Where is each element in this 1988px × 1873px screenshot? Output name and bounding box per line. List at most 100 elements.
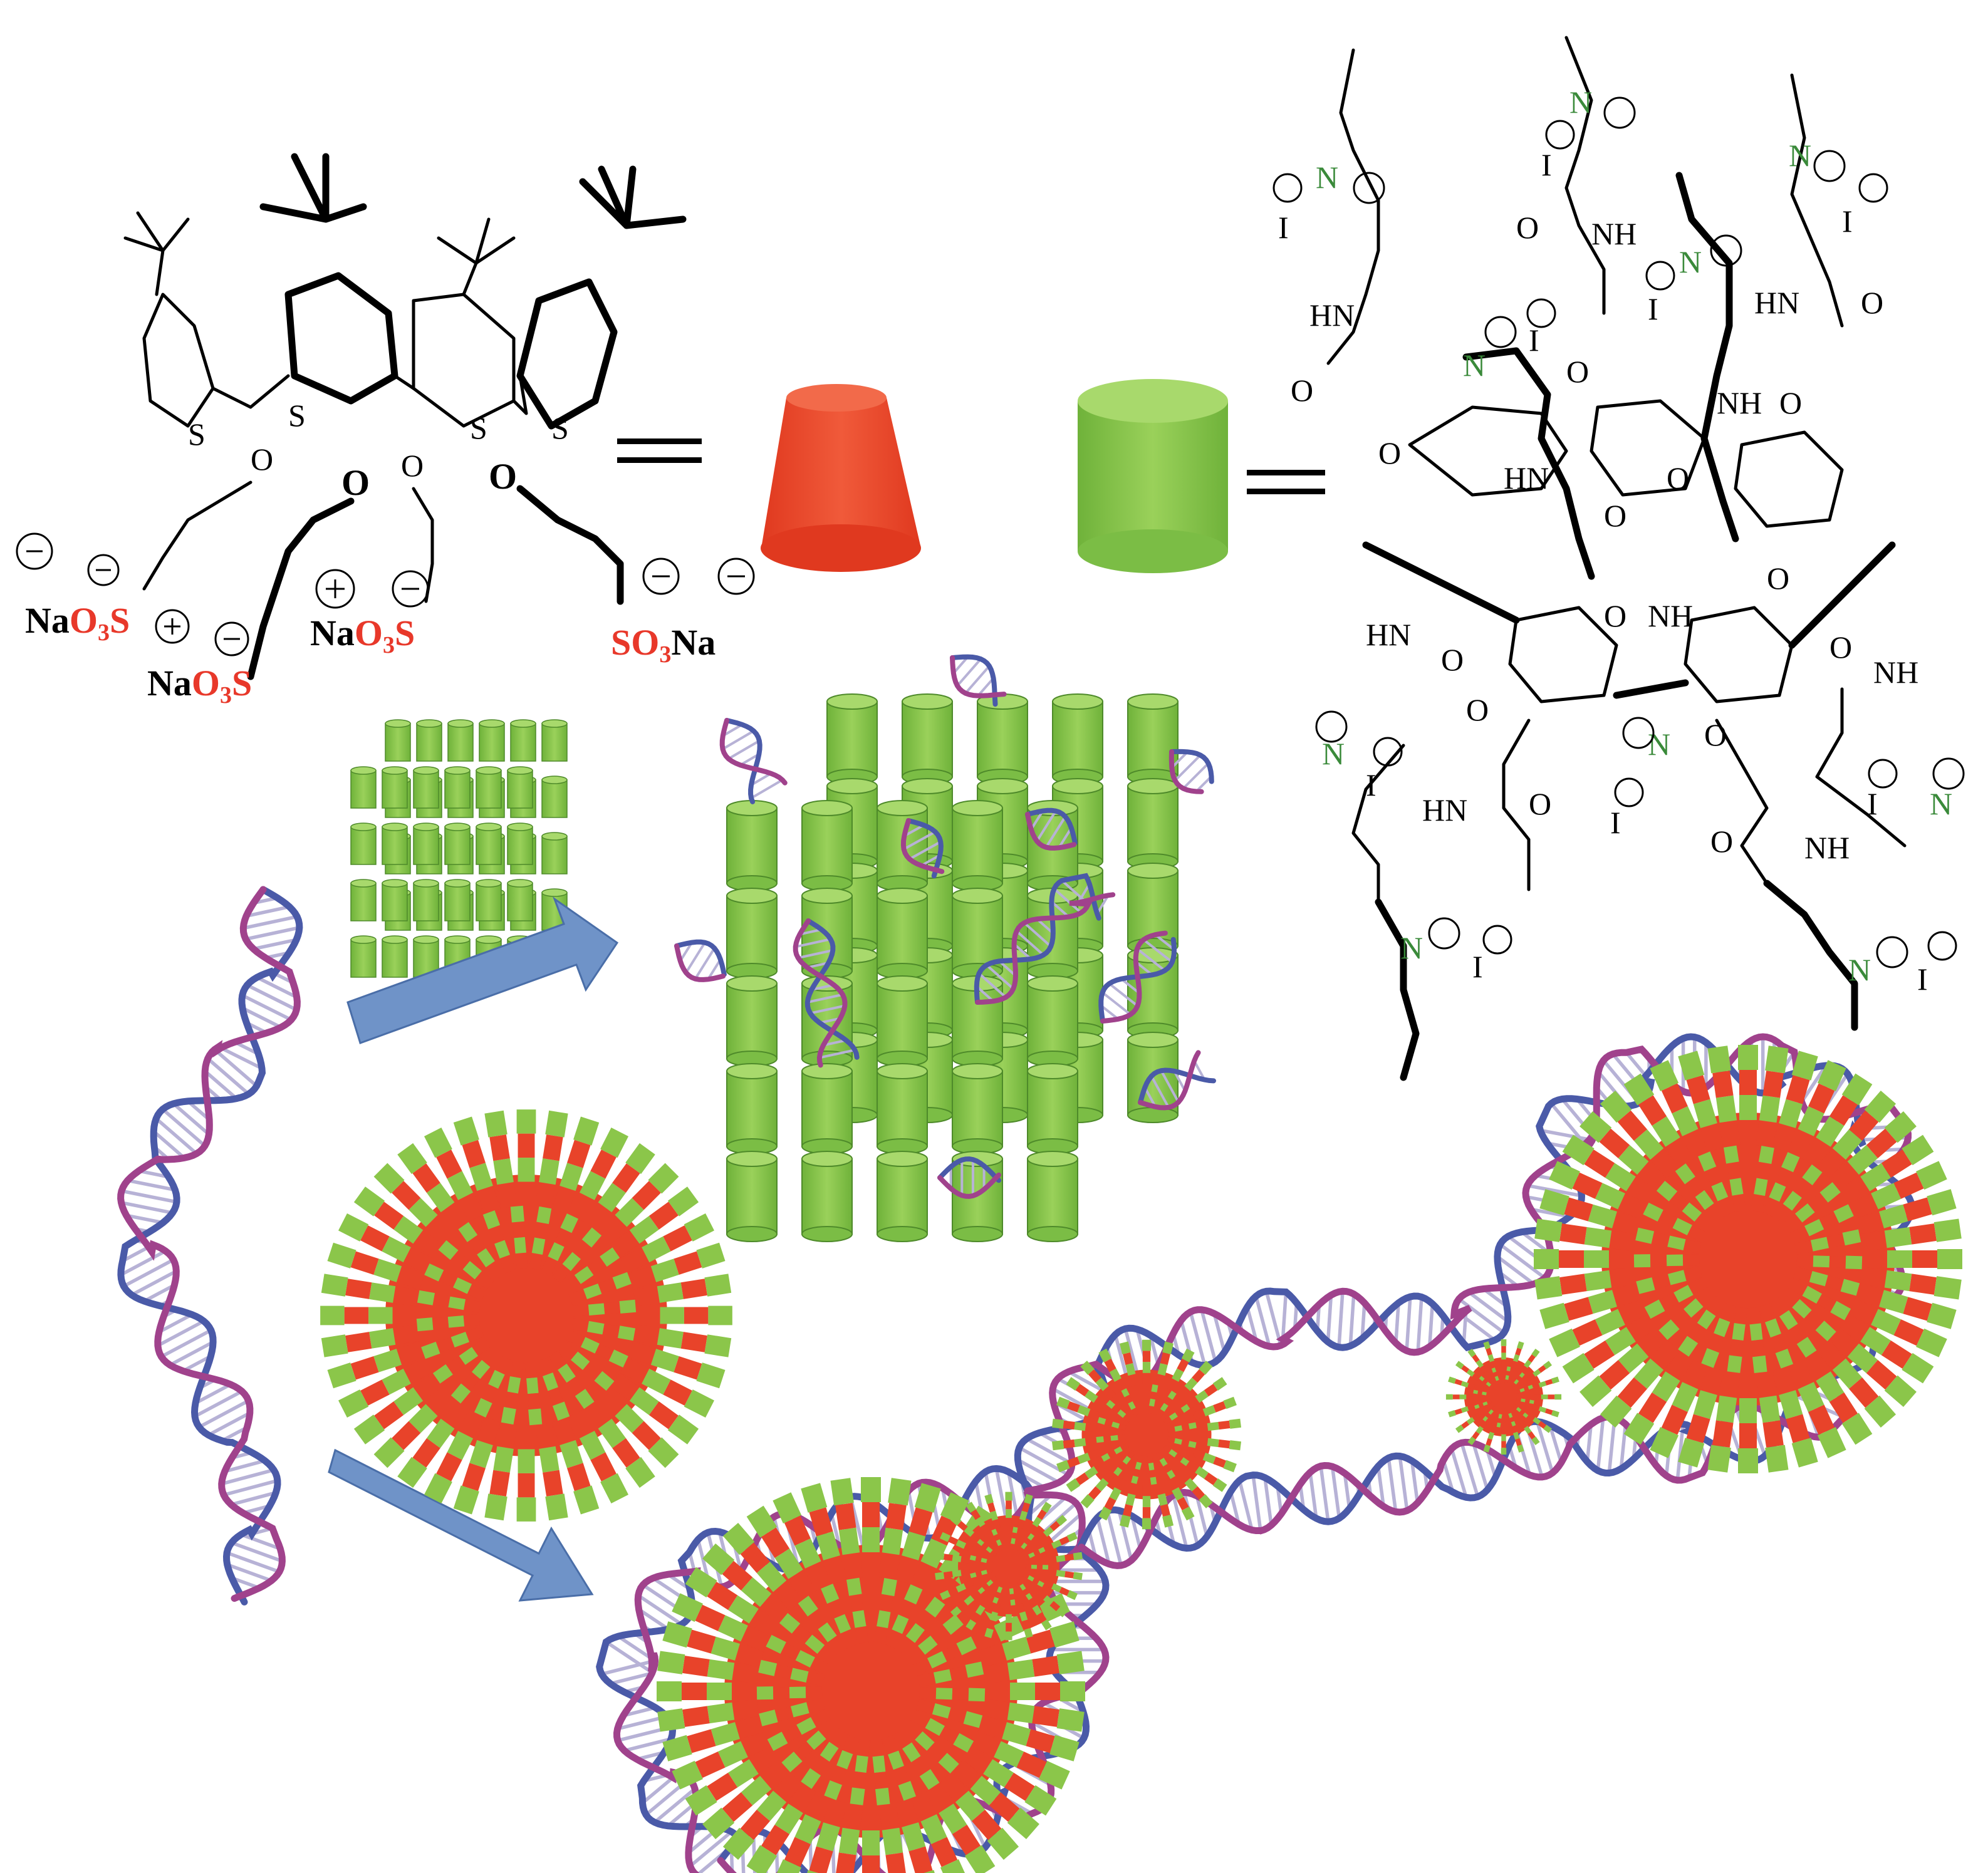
sulfonate-label-1: NaO3S (25, 600, 130, 646)
dna-base-pair (125, 1213, 164, 1225)
dna-base-pair (1117, 1510, 1133, 1561)
lattice-cylinder (350, 879, 377, 921)
dna-base-pair (978, 972, 1007, 999)
dna-base-pair (231, 1541, 283, 1563)
dna-base-pair (1170, 750, 1189, 769)
ether-oxygen-label: O (1466, 692, 1489, 727)
dna-base-pair (1585, 1424, 1593, 1462)
dna-base-pair (1174, 754, 1202, 782)
lattice-cylinder (382, 822, 408, 865)
lattice-cylinder (382, 879, 408, 921)
dna-base-pair (1160, 1070, 1180, 1103)
dna-base-pair (727, 739, 760, 760)
dna-base-pair (1442, 1460, 1455, 1493)
dna-base-pair (1496, 1255, 1535, 1285)
dna-strand (117, 886, 301, 1602)
lattice-cylinder (413, 822, 439, 865)
dna-base-pair (226, 1551, 280, 1574)
amide-hn-label: HN (1366, 617, 1411, 652)
positive-charge-icon (315, 569, 355, 609)
dna-base-pair (1030, 810, 1044, 831)
lattice-cylinder (726, 1151, 778, 1242)
lattice-cylinder (1027, 1063, 1078, 1154)
lattice-cylinder (507, 879, 533, 921)
nitrogen-atom: N (1569, 85, 1592, 120)
dna-strand (906, 818, 944, 879)
lattice-cylinder (382, 935, 408, 978)
equals-sign-icon (1247, 470, 1325, 494)
lattice-cylinder (510, 719, 536, 762)
dna-base-pair (1100, 1004, 1119, 1020)
dna-base-pair (1135, 961, 1153, 976)
dna-base-pair (256, 975, 298, 999)
dna-base-pair (998, 960, 1017, 977)
dna-base-pair (1800, 1064, 1828, 1103)
lattice-cylinder (507, 822, 533, 865)
lattice-cylinder (977, 693, 1028, 785)
micelle-core (385, 1175, 667, 1456)
dna-base-pair (903, 831, 936, 851)
equals-sign-icon (617, 438, 702, 463)
dna-base-pair (1237, 1480, 1254, 1531)
dna-base-pair (1016, 930, 1044, 957)
iodide-label: I (1366, 767, 1377, 802)
dna-base-pair (242, 915, 298, 930)
dna-base-pair (1026, 1437, 1073, 1466)
oxygen-atom-4: O (489, 456, 517, 497)
micelle-core (1464, 1357, 1543, 1436)
lattice-cylinder (1027, 975, 1078, 1067)
dna-base-pair (685, 942, 706, 973)
carbonyl-oxygen-label: O (1529, 786, 1551, 821)
dna-base-pair (623, 1706, 656, 1718)
lattice-cylinder (801, 1063, 853, 1154)
dna-base-pair (194, 1383, 232, 1405)
negative-charge-icon (392, 570, 429, 608)
iodide-label: I (1610, 805, 1621, 840)
iodide-label: I (1648, 291, 1658, 326)
dna-base-pair (143, 1283, 175, 1303)
dna-base-pair (1045, 816, 1066, 848)
dna-base-pair (1619, 1424, 1628, 1469)
nitrogen-atom: N (1789, 138, 1811, 173)
resorcinarene-structure: N N N N N N N N N N I I I I I I I I I I … (1272, 36, 1965, 1081)
micelle-spike (320, 1305, 417, 1326)
dna-base-pair (811, 983, 835, 991)
dna-base-pair (908, 841, 942, 861)
dna-base-pair (1527, 1183, 1582, 1198)
dna-base-pair (1387, 1458, 1398, 1512)
lattice-cylinder (507, 766, 533, 809)
dna-base-pair (1398, 1456, 1409, 1511)
micelle-spike (516, 1109, 536, 1206)
large-cylinder-lattice (726, 693, 1179, 1242)
lattice-cylinder (726, 975, 778, 1067)
thiacalixarene-structure: S S S S O O O O (16, 153, 755, 708)
dna-base-pair (617, 1634, 653, 1661)
dna-strand (1100, 930, 1168, 1024)
dna-strand (719, 718, 788, 786)
dna-base-pair (601, 1659, 656, 1676)
lattice-cylinder (447, 719, 474, 762)
dna-base-pair (1549, 1102, 1589, 1148)
sulfur-atom-4: S (551, 410, 569, 445)
dna-base-pair (213, 1048, 258, 1087)
dna-base-pair (1330, 1466, 1341, 1519)
iodide-label: I (1529, 323, 1539, 358)
dna-base-pair (976, 985, 994, 1002)
dna-base-pair (638, 1607, 670, 1631)
dna-base-pair (722, 723, 743, 737)
dna-base-pair (751, 779, 783, 799)
dna-strand (937, 1156, 1002, 1183)
amide-hn-label: HN (1309, 298, 1355, 333)
dna-base-pair (819, 1049, 855, 1059)
micelle-spike (756, 1685, 823, 1700)
lattice-cylinder (877, 975, 928, 1067)
sulfur-atom-3: S (470, 410, 487, 445)
iodide-label: I (1842, 204, 1853, 239)
carbonyl-oxygen-label: O (1710, 824, 1733, 859)
dna-base-pair (172, 1102, 211, 1136)
red-truncated-cone-icon (761, 384, 921, 572)
dna-base-pair (1130, 1515, 1142, 1550)
lattice-cylinder (877, 888, 928, 979)
dna-strand (1024, 1033, 1912, 1569)
